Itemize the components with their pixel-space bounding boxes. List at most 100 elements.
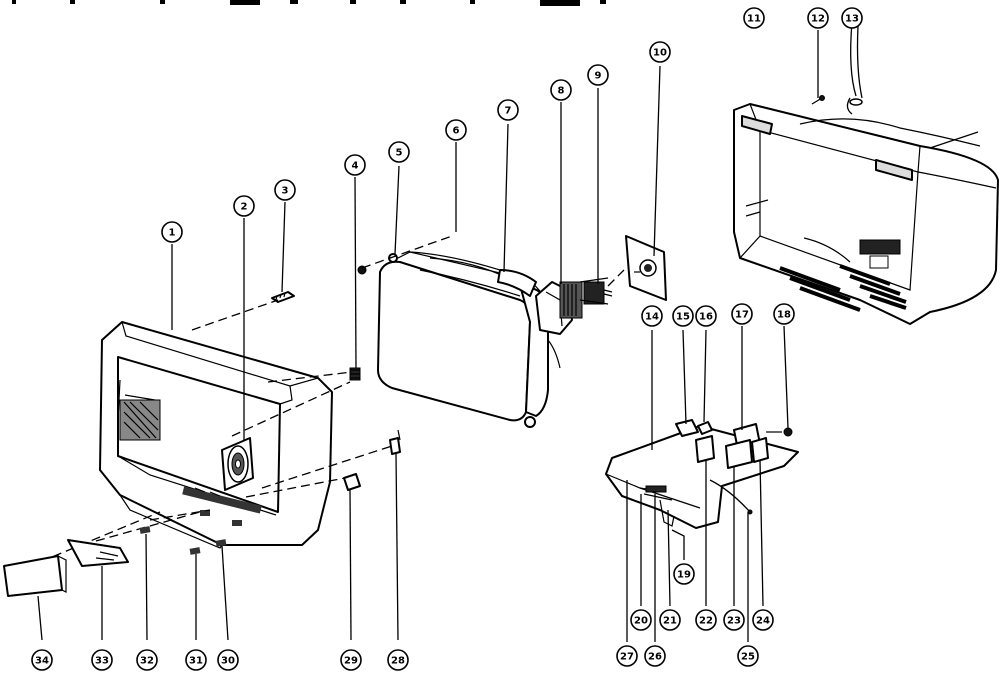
callout-number: 10 <box>653 48 667 59</box>
callout-1: 1 <box>161 221 183 243</box>
callout-9: 9 <box>587 64 609 86</box>
callout-circle <box>743 7 765 29</box>
spring-part-4 <box>349 265 367 381</box>
callout-circle <box>550 79 572 101</box>
callout-circle <box>731 303 753 325</box>
callout-circle <box>723 609 745 631</box>
callout-number: 30 <box>221 656 235 667</box>
callout-number: 12 <box>811 14 825 25</box>
callout-number: 17 <box>735 310 749 321</box>
callout-5: 5 <box>388 141 410 163</box>
callout-circle <box>616 645 638 667</box>
callout-number: 16 <box>699 312 713 323</box>
callout-number: 23 <box>727 616 741 627</box>
callout-30: 30 <box>217 649 239 671</box>
callout-circle <box>344 154 366 176</box>
callout-23: 23 <box>723 609 745 631</box>
callout-circle <box>644 645 666 667</box>
callout-number: 31 <box>189 656 203 667</box>
back-cover <box>733 103 999 325</box>
callout-number: 33 <box>95 656 109 667</box>
callout-2: 2 <box>233 195 255 217</box>
callout-circle <box>807 7 829 29</box>
callout-circle <box>233 195 255 217</box>
antenna-and-screw <box>811 21 863 115</box>
callout-31: 31 <box>185 649 207 671</box>
callout-22: 22 <box>695 609 717 631</box>
deflection-yoke <box>535 281 583 335</box>
callout-28: 28 <box>387 649 409 671</box>
callout-circle <box>672 305 694 327</box>
callout-number: 9 <box>595 71 602 82</box>
callout-21: 21 <box>659 609 681 631</box>
callout-circle <box>695 609 717 631</box>
callout-18: 18 <box>773 303 795 325</box>
callout-number: 18 <box>777 310 791 321</box>
callout-11: 11 <box>743 7 765 29</box>
callout-circle <box>695 305 717 327</box>
crt-socket-board <box>625 235 667 301</box>
vent-slots <box>779 264 907 312</box>
callout-3: 3 <box>274 179 296 201</box>
callout-17: 17 <box>731 303 753 325</box>
callout-number: 21 <box>663 616 677 627</box>
callout-circle <box>445 119 467 141</box>
callout-circle <box>737 645 759 667</box>
callout-number: 2 <box>241 202 248 213</box>
callout-25: 25 <box>737 645 759 667</box>
callout-7: 7 <box>497 99 519 121</box>
callout-8: 8 <box>550 79 572 101</box>
callout-circle <box>31 649 53 671</box>
callout-number: 4 <box>352 161 359 172</box>
callout-number: 6 <box>453 126 460 137</box>
callout-circle <box>841 7 863 29</box>
callout-circle <box>630 609 652 631</box>
callout-29: 29 <box>340 649 362 671</box>
callout-number: 1 <box>169 228 176 239</box>
callout-26: 26 <box>644 645 666 667</box>
magnet-ring <box>579 277 613 305</box>
callout-number: 8 <box>558 86 565 97</box>
callout-number: 7 <box>505 106 512 117</box>
callout-16: 16 <box>695 305 717 327</box>
callout-number: 13 <box>845 14 859 25</box>
speaker <box>221 437 254 491</box>
picture-tube <box>377 251 561 428</box>
callout-15: 15 <box>672 305 694 327</box>
callout-13: 13 <box>841 7 863 29</box>
callout-number: 3 <box>282 186 289 197</box>
callout-circle <box>217 649 239 671</box>
callout-number: 32 <box>140 656 154 667</box>
chassis-pcb <box>605 419 799 529</box>
callout-circle <box>649 41 671 63</box>
callout-32: 32 <box>136 649 158 671</box>
leader-lines <box>37 30 819 642</box>
callout-number: 26 <box>648 652 662 663</box>
callout-number: 28 <box>391 656 405 667</box>
callout-circle <box>161 221 183 243</box>
callout-circle <box>136 649 158 671</box>
callout-24: 24 <box>752 609 774 631</box>
callout-number: 11 <box>747 14 761 25</box>
callout-circle <box>773 303 795 325</box>
callout-number: 20 <box>634 616 648 627</box>
callout-circle <box>587 64 609 86</box>
callout-27: 27 <box>616 645 638 667</box>
callout-12: 12 <box>807 7 829 29</box>
small-parts-front <box>3 429 401 597</box>
callout-number: 14 <box>645 312 659 323</box>
callout-number: 15 <box>676 312 690 323</box>
callout-number: 19 <box>677 570 691 581</box>
callout-19: 19 <box>673 563 695 585</box>
callout-number: 24 <box>756 616 770 627</box>
callout-6: 6 <box>445 119 467 141</box>
callout-circle <box>388 141 410 163</box>
callout-20: 20 <box>630 609 652 631</box>
callout-circle <box>752 609 774 631</box>
callout-circle <box>387 649 409 671</box>
callout-4: 4 <box>344 154 366 176</box>
callout-number: 34 <box>35 656 49 667</box>
callout-circle <box>673 563 695 585</box>
